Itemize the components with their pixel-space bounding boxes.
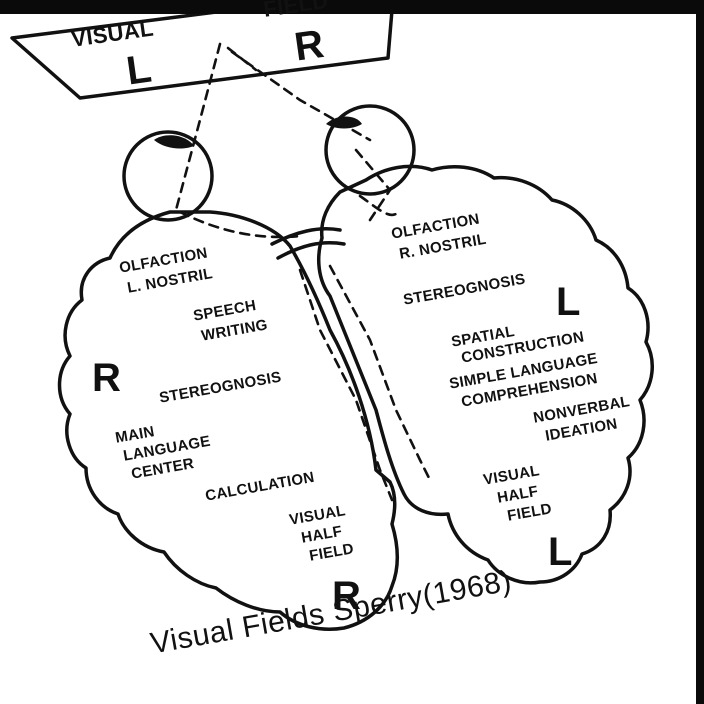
right-bottom-letter: L [548, 530, 573, 574]
left-eye-cap [154, 135, 194, 149]
top-black-band [0, 0, 704, 14]
right-black-band [696, 0, 704, 704]
right-hemisphere-outline [316, 164, 654, 585]
optic-path-eye-right [354, 148, 392, 222]
left-bottom-letter: R [332, 574, 361, 618]
right-side-letter: L [556, 280, 581, 324]
right-eye [324, 104, 416, 196]
visual-field-box [10, 8, 394, 100]
optic-path-left-top [174, 42, 222, 212]
optic-path-center [226, 46, 258, 72]
optic-path-down-right [328, 264, 432, 482]
corpus-callosum-upper [270, 227, 342, 246]
optic-path-cross-1 [178, 210, 302, 239]
left-hemisphere-outline [57, 210, 400, 631]
visual-field-letter-right: R [291, 21, 327, 70]
optic-path-cross-2 [358, 194, 402, 217]
left-eye [122, 130, 214, 222]
corpus-callosum-lower [276, 241, 346, 260]
left-side-letter: R [92, 356, 121, 400]
right-eye-cap [326, 116, 362, 129]
optic-path-down-left [298, 268, 394, 502]
